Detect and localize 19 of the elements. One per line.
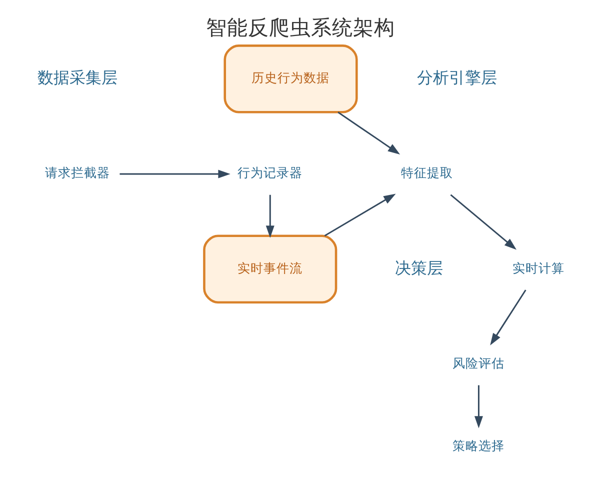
- arrow: [450, 194, 516, 250]
- node-box: 历史行为数据: [223, 44, 358, 113]
- node-text: 特征提取: [400, 164, 453, 180]
- label: 决策层: [394, 258, 443, 277]
- diagram-title: 智能反爬虫系统架构: [206, 15, 394, 40]
- arrow: [474, 384, 482, 428]
- node-text: 行为记录器: [237, 164, 302, 180]
- arrow: [337, 111, 400, 154]
- node-text: 策略选择: [452, 437, 504, 452]
- label: 分析引擎层: [416, 68, 496, 87]
- label: 数据采集层: [37, 68, 118, 87]
- arrow: [324, 193, 396, 236]
- arrow: [490, 289, 526, 345]
- node-box: 实时事件流: [202, 234, 337, 304]
- node-text: 实时计算: [512, 260, 564, 275]
- node-text: 请求拦截器: [44, 164, 110, 180]
- node-text: 风险评估: [452, 354, 504, 370]
- arrow: [119, 169, 230, 178]
- arrow: [265, 194, 274, 238]
